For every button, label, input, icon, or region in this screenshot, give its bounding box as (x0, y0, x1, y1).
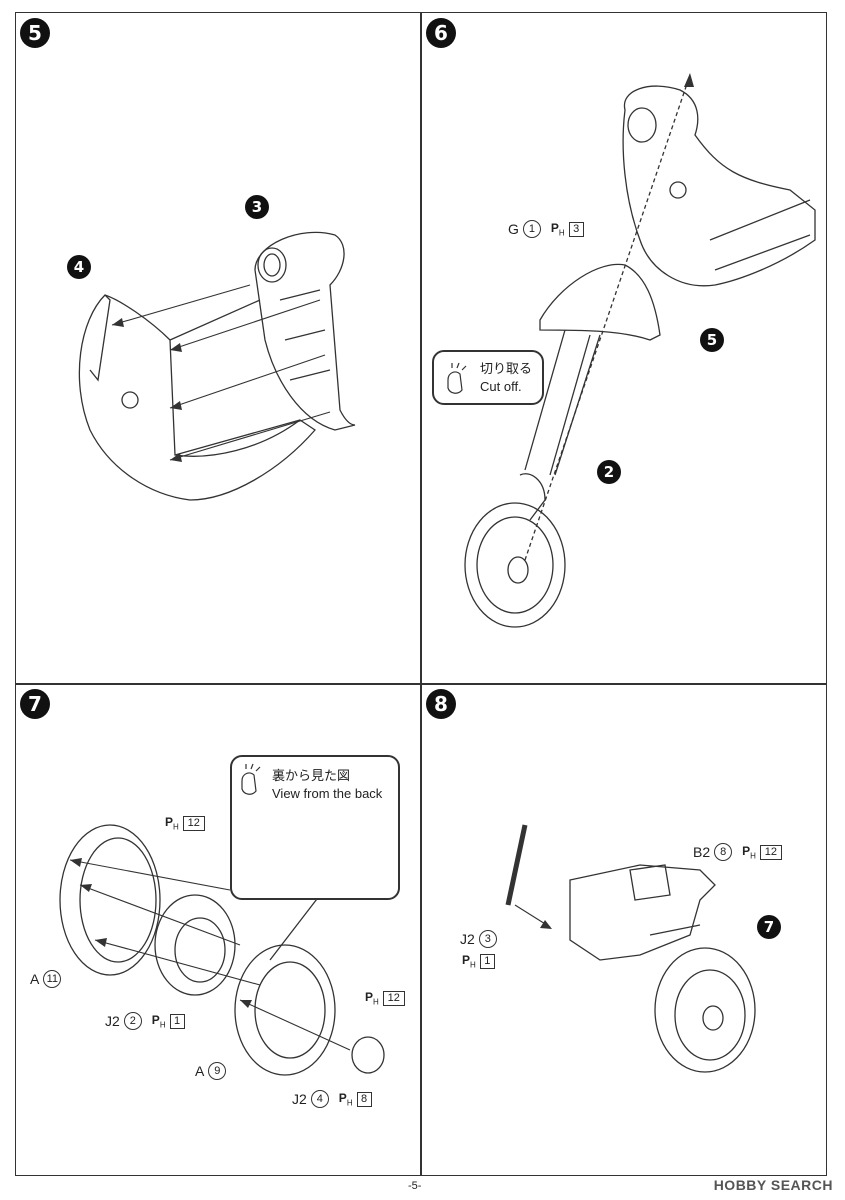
plating-code: PH (462, 953, 476, 969)
step-number-7: 7 (20, 689, 50, 719)
page-number: -5- (408, 1180, 422, 1192)
plating-code: PH (551, 221, 565, 237)
step6-fender-fork-drawing (464, 263, 661, 628)
part-letter: J2 (105, 1013, 120, 1029)
plating-code: PH (365, 990, 379, 1006)
step5-arrows (111, 284, 331, 461)
color-box: 12 (382, 990, 405, 1006)
cut-off-note: 切り取る Cut off. (432, 350, 544, 405)
plating-label-12-right: PH 12 (365, 990, 405, 1006)
plating-sub: H (470, 960, 476, 970)
plating-sub: H (173, 822, 179, 832)
part-ref-2: 2 (597, 460, 621, 484)
plating-letter: P (742, 843, 751, 858)
color-box: 12 (182, 815, 205, 831)
back-view-jp: 裏から見た図 (272, 768, 351, 783)
hand-pointing-icon (241, 763, 261, 795)
part-ref-3: 3 (245, 195, 269, 219)
color-box: 12 (759, 844, 782, 860)
step6-body-drawing (622, 85, 816, 287)
color-box: 1 (479, 953, 495, 969)
panel-divider-horizontal (15, 683, 827, 685)
plating-label-j2-3: PH 1 (462, 953, 495, 969)
part-number-circle: 8 (714, 843, 733, 861)
part-letter: J2 (460, 931, 475, 947)
part-label-b2-8: B2 8 PH 12 (693, 843, 782, 861)
step-number-6: 6 (426, 18, 456, 48)
watermark-logo: HOBBY SEARCH (713, 1177, 833, 1193)
part-label-j2-3: J2 3 (460, 930, 499, 948)
part-ref-4: 4 (67, 255, 91, 279)
color-box: 3 (568, 221, 584, 237)
callout-line (269, 894, 321, 961)
plating-letter: P (165, 815, 174, 829)
plating-sub: H (558, 228, 565, 238)
step8-frame-drawing (505, 824, 756, 1073)
cut-off-en: Cut off. (480, 379, 522, 394)
plating-code: PH (165, 815, 179, 831)
plating-sub: H (373, 997, 379, 1007)
part-number-circle: 11 (43, 970, 62, 988)
step7-hub-drawing (59, 824, 385, 1076)
cut-off-jp: 切り取る (480, 361, 533, 376)
plating-code: PH (339, 1091, 353, 1107)
color-box: 8 (356, 1091, 372, 1107)
part-letter: A (30, 971, 40, 987)
part-letter: A (195, 1063, 205, 1079)
step-number-5: 5 (20, 18, 50, 48)
plating-sub: H (159, 1020, 166, 1030)
part-ref-7: 7 (757, 915, 781, 939)
plating-code: PH (152, 1013, 166, 1029)
part-label-g1: G 1 PH 3 (508, 220, 584, 238)
part-ref-5: 5 (700, 328, 724, 352)
part-letter: J2 (292, 1091, 307, 1107)
plating-code: PH (742, 844, 756, 860)
back-view-note: 裏から見た図 View from the back (230, 755, 400, 900)
plating-letter: P (550, 220, 559, 235)
plating-sub: H (750, 851, 756, 861)
part-label-j2-4: J2 4 PH 8 (292, 1090, 372, 1108)
back-view-en: View from the back (272, 786, 383, 801)
part-number-circle: 2 (123, 1012, 142, 1030)
part-letter: G (508, 221, 519, 237)
plating-letter: P (338, 1090, 347, 1105)
step5-cowl-drawing (78, 231, 356, 501)
part-number-circle: 1 (522, 220, 541, 238)
step6-guide-line (524, 74, 691, 561)
part-number-circle: 4 (310, 1090, 329, 1108)
part-label-j2-2: J2 2 PH 1 (105, 1012, 185, 1030)
part-number-circle: 3 (478, 930, 497, 948)
plating-letter: P (462, 953, 471, 967)
plating-letter: P (365, 990, 374, 1004)
part-label-a11: A 11 (30, 970, 63, 988)
color-box: 1 (169, 1013, 185, 1029)
step7-arrows (69, 859, 351, 1051)
plating-sub: H (346, 1098, 353, 1108)
part-number-circle: 9 (208, 1062, 227, 1080)
hand-pointing-icon (447, 362, 467, 394)
part-label-a9: A 9 (195, 1062, 228, 1080)
plating-label-12-top: PH 12 (165, 815, 205, 831)
panel-divider-vertical (420, 12, 422, 1176)
step-number-8: 8 (426, 689, 456, 719)
plating-letter: P (151, 1012, 160, 1027)
part-letter: B2 (693, 844, 711, 860)
